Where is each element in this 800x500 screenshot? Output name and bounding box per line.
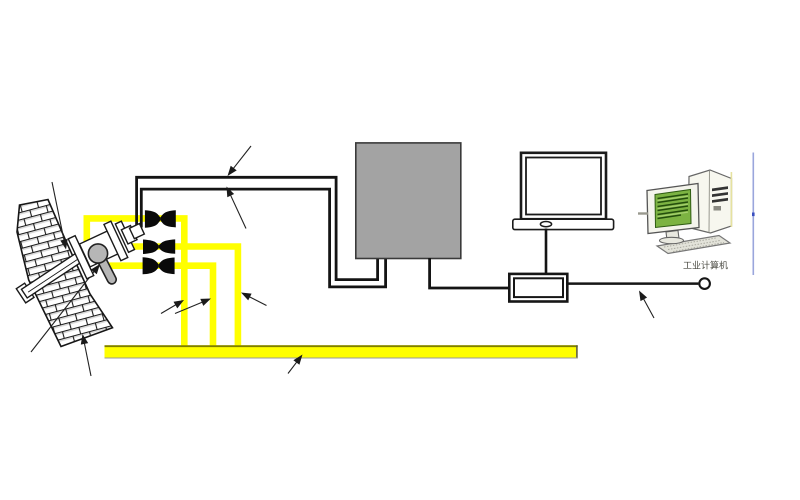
svg-text:工业计算机: 工业计算机 [683,260,728,271]
